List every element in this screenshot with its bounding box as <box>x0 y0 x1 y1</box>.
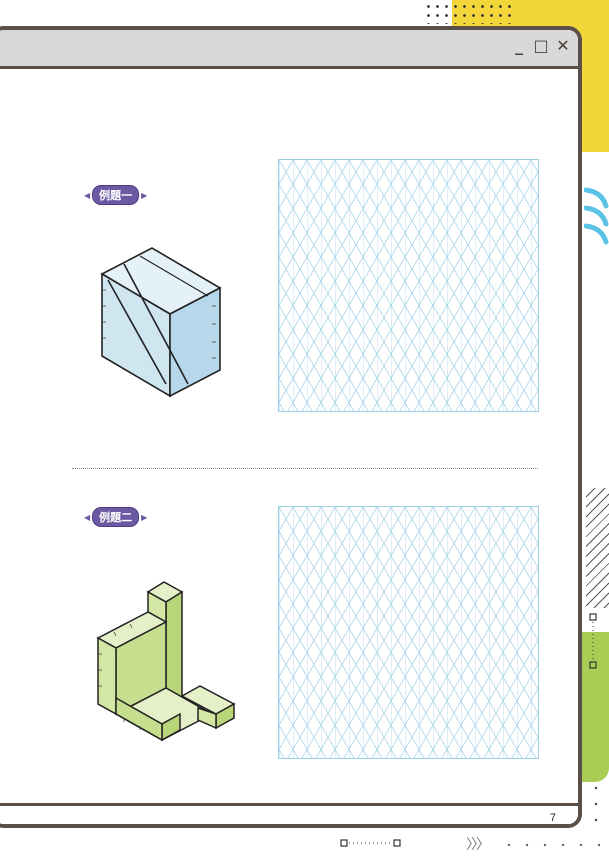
maximize-icon[interactable]: □ <box>533 36 549 55</box>
example-1-isometric-shape <box>100 247 222 398</box>
close-icon[interactable]: ✕ <box>556 36 570 55</box>
window-titlebar: _ □ ✕ <box>0 30 578 69</box>
signal-arc-decoration <box>584 187 609 245</box>
window-controls: _ □ ✕ <box>510 36 572 56</box>
dot-row-decoration <box>500 842 600 848</box>
section-divider <box>72 468 538 469</box>
chain-decoration <box>589 613 597 669</box>
example-2-badge: ◀ 例題二 ▶ <box>84 507 147 527</box>
isometric-grid-1 <box>278 159 539 412</box>
chevron-right-decoration: 〉〉〉 <box>466 837 490 853</box>
chain-decoration-bottom <box>340 839 401 847</box>
example-1-label: 例題一 <box>92 185 140 205</box>
example-2-isometric-shape <box>96 581 236 742</box>
isometric-grid-2 <box>278 506 539 759</box>
example-1-badge: ◀ 例題一 ▶ <box>84 185 147 205</box>
page-number: 7 <box>549 812 556 824</box>
window-bottombar: 7 <box>0 803 578 824</box>
hatch-decoration <box>586 488 609 608</box>
minimize-icon[interactable]: _ <box>515 36 523 55</box>
example-2-label: 例題二 <box>92 507 140 527</box>
dot-pattern-decoration <box>424 2 514 24</box>
dot-column-decoration <box>594 780 598 830</box>
